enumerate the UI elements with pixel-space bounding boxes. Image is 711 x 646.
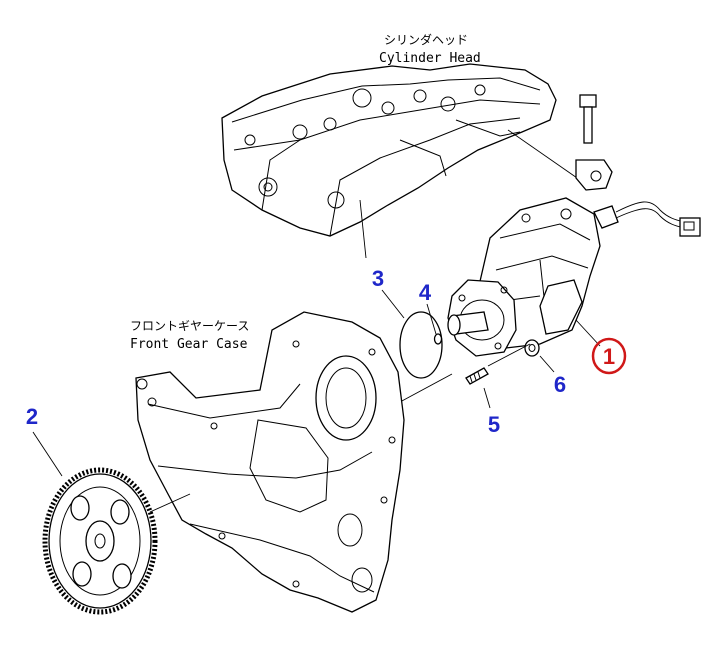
- leader-2: [32, 431, 63, 477]
- leader-4: [426, 303, 437, 335]
- callout-3: 3: [372, 266, 384, 291]
- cylinder-head-jp-label: シリンダヘッド: [384, 32, 468, 47]
- callout-1-circle: [591, 337, 627, 375]
- o-ring-4: [433, 333, 443, 345]
- bracket: [575, 159, 613, 191]
- leader-3: [381, 289, 405, 319]
- callout-1: 1: [603, 344, 615, 369]
- leader-5: [483, 387, 491, 409]
- gear-2: [42, 467, 158, 615]
- leader-head-2: [507, 129, 581, 181]
- callout-4: 4: [419, 280, 432, 305]
- fuel-supply-pump: [447, 197, 701, 357]
- front-gear-case-en-label: Front Gear Case: [130, 337, 248, 352]
- cylinder-head-en-label: Cylinder Head: [379, 51, 481, 66]
- stud-5: [465, 367, 489, 385]
- front-gear-case-jp-label: フロントギヤーケース: [130, 319, 249, 333]
- leader-gear-case: [149, 493, 191, 513]
- leader-6: [539, 355, 555, 373]
- leader-1: [575, 319, 601, 347]
- front-gear-case: [135, 311, 405, 613]
- o-ring-3: [399, 311, 443, 379]
- callout-6: 6: [554, 372, 566, 397]
- bolt: [579, 94, 597, 144]
- leader-head-1: [359, 199, 367, 259]
- callout-5: 5: [488, 412, 500, 437]
- callout-2: 2: [26, 404, 38, 429]
- cylinder-head: [221, 63, 557, 237]
- washer-6: [524, 339, 540, 357]
